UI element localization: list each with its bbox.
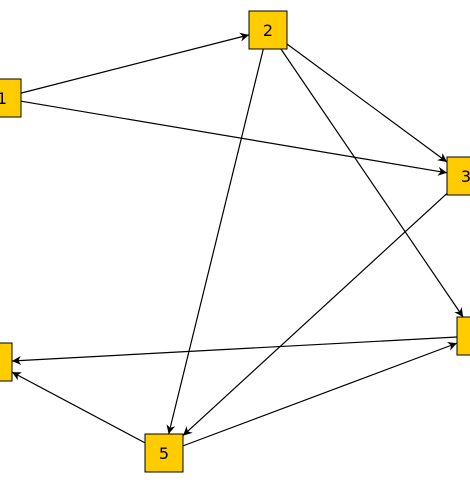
node-label: 3: [461, 167, 470, 186]
edge-n2-n3: [286, 43, 448, 163]
node-n5: 5: [144, 433, 184, 473]
edge-n2-n5: [166, 48, 264, 435]
edge-n2-n4: [280, 48, 464, 318]
edge-n1-n2: [20, 32, 250, 94]
node-box: [456, 316, 470, 356]
edge-n5-n6: [11, 371, 146, 444]
edge-n3-n5: [182, 192, 448, 437]
node-box: [0, 342, 13, 382]
node-label: 2: [263, 21, 273, 40]
node-n6: [0, 342, 13, 382]
node-n1: 1: [0, 78, 22, 118]
node-n2: 2: [248, 10, 288, 50]
node-label: 1: [0, 89, 7, 108]
node-n4: [456, 316, 470, 356]
edge-n1-n3: [20, 100, 448, 176]
edge-n4-n6: [11, 336, 458, 365]
node-n3: 3: [446, 156, 470, 196]
edge-n5-n4: [182, 342, 458, 447]
node-box: [446, 156, 470, 196]
node-label: 5: [159, 444, 169, 463]
node-box: [248, 10, 288, 50]
node-box: [144, 433, 184, 473]
nodes-layer: 1 2 3 5: [0, 10, 470, 473]
edges-layer: [11, 32, 464, 447]
node-box: [0, 78, 22, 118]
